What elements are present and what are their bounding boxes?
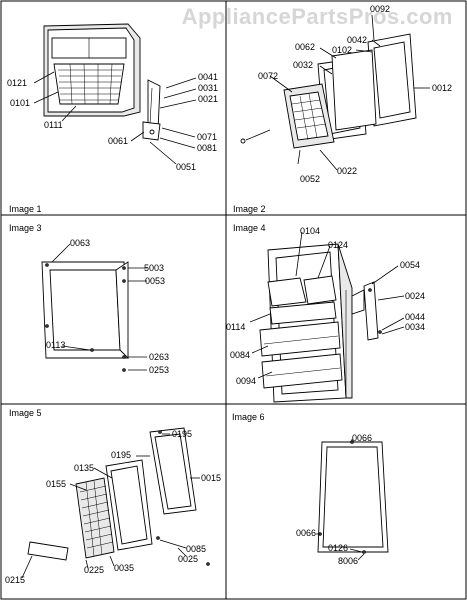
- label-0094: 0094: [236, 376, 256, 386]
- screw-0025-part[interactable]: [206, 562, 210, 566]
- panel-title-image-1: Image 1: [9, 204, 42, 214]
- label-0102: 0102: [332, 45, 352, 55]
- panel-title-image-5: Image 5: [9, 408, 42, 418]
- door-shelf-middle[interactable]: [259, 321, 341, 357]
- leader-lines-5: [21, 433, 200, 579]
- label-5003: 5003: [144, 263, 164, 273]
- screw-0085-part[interactable]: [156, 536, 160, 540]
- label-0044: 0044: [405, 312, 425, 322]
- drawer-slide-bracket[interactable]: [142, 79, 161, 141]
- label-0263: 0263: [149, 352, 169, 362]
- label-0081: 0081: [197, 143, 217, 153]
- label-0066-top: 0066: [352, 433, 372, 443]
- hinge-cover[interactable]: [351, 281, 382, 341]
- gasket-frame[interactable]: [367, 33, 417, 127]
- label-0121: 0121: [7, 78, 27, 88]
- panel-image-3: Image 3 0063 5003 0053 0113 0263 0253: [9, 223, 169, 375]
- label-0124: 0124: [328, 240, 348, 250]
- label-0071: 0071: [197, 132, 217, 142]
- panel-image-6: Image 6 0066 0066 0126 8006: [232, 412, 389, 566]
- label-0035: 0035: [114, 563, 134, 573]
- drawer-front-assembly[interactable]: [43, 23, 141, 117]
- label-0063: 0063: [70, 238, 90, 248]
- label-0072: 0072: [258, 71, 278, 81]
- label-0022: 0022: [337, 166, 357, 176]
- label-8006: 8006: [338, 556, 358, 566]
- door-shelf-upper[interactable]: [267, 275, 337, 325]
- label-0053: 0053: [145, 276, 165, 286]
- leader-lines-3: [51, 243, 147, 371]
- label-0012: 0012: [432, 83, 452, 93]
- label-0092: 0092: [370, 4, 390, 14]
- label-0195-top: 0195: [172, 429, 192, 439]
- door-handle-0215[interactable]: [27, 541, 69, 561]
- outer-door-panel[interactable]: [149, 427, 197, 515]
- door-frame-assembly[interactable]: [41, 261, 129, 360]
- label-0113: 0113: [46, 340, 65, 350]
- label-0024: 0024: [405, 291, 425, 301]
- panel-image-5: Image 5: [5, 408, 221, 585]
- label-0042: 0042: [347, 35, 367, 45]
- screw-0053-part[interactable]: [122, 279, 126, 283]
- label-0135: 0135: [74, 463, 94, 473]
- label-0195: 0195: [111, 450, 131, 460]
- label-0025: 0025: [178, 554, 198, 564]
- door-gasket[interactable]: [105, 459, 153, 551]
- panel-title-image-3: Image 3: [9, 223, 42, 233]
- panel-image-4: Image 4: [226, 223, 425, 403]
- panel-title-image-6: Image 6: [232, 412, 265, 422]
- label-0015: 0015: [201, 473, 221, 483]
- label-0052: 0052: [300, 174, 320, 184]
- door-trim-frame[interactable]: [317, 440, 389, 554]
- label-0101: 0101: [10, 98, 30, 108]
- label-0084: 0084: [230, 350, 250, 360]
- label-0051: 0051: [176, 162, 196, 172]
- leader-lines-6: [316, 439, 365, 561]
- label-0104: 0104: [300, 226, 320, 236]
- leader-lines-1: [33, 71, 197, 165]
- label-0061: 0061: [108, 136, 128, 146]
- label-0085: 0085: [186, 544, 206, 554]
- label-0215: 0215: [5, 575, 25, 585]
- liner-panel[interactable]: [331, 49, 377, 131]
- label-0032: 0032: [293, 60, 313, 70]
- label-0031: 0031: [198, 83, 218, 93]
- label-0066: 0066: [296, 528, 316, 538]
- label-0225: 0225: [84, 565, 104, 575]
- label-0034: 0034: [405, 322, 425, 332]
- label-0155: 0155: [46, 479, 66, 489]
- inner-door-liner[interactable]: [75, 477, 115, 559]
- panel-title-image-2: Image 2: [233, 204, 266, 214]
- panel-title-image-4: Image 4: [233, 223, 266, 233]
- label-0062: 0062: [295, 42, 315, 52]
- screw-0263-part[interactable]: [122, 355, 126, 359]
- leader-lines-2: [245, 14, 430, 171]
- label-0021: 0021: [198, 94, 218, 104]
- label-0054: 0054: [400, 260, 420, 270]
- panel-image-1: 0121 0101 0111 0041 0031 0021 0061 0071 …: [7, 23, 218, 214]
- screw-5003-part[interactable]: [122, 266, 126, 270]
- leader-lines-4: [249, 231, 405, 379]
- drawer-basket[interactable]: [283, 83, 335, 149]
- door-shelf-lower[interactable]: [261, 353, 343, 389]
- label-0111: 0111: [44, 120, 63, 130]
- panel-image-2: 0092 0042 0102 0062 0032 0072 0012 0052 …: [233, 4, 452, 214]
- label-0114: 0114: [226, 322, 245, 332]
- label-0126: 0126: [328, 543, 348, 553]
- label-0253: 0253: [149, 365, 169, 375]
- screw-0052-part[interactable]: [240, 138, 246, 144]
- label-0041: 0041: [198, 72, 218, 82]
- screw-0253-part[interactable]: [122, 368, 126, 372]
